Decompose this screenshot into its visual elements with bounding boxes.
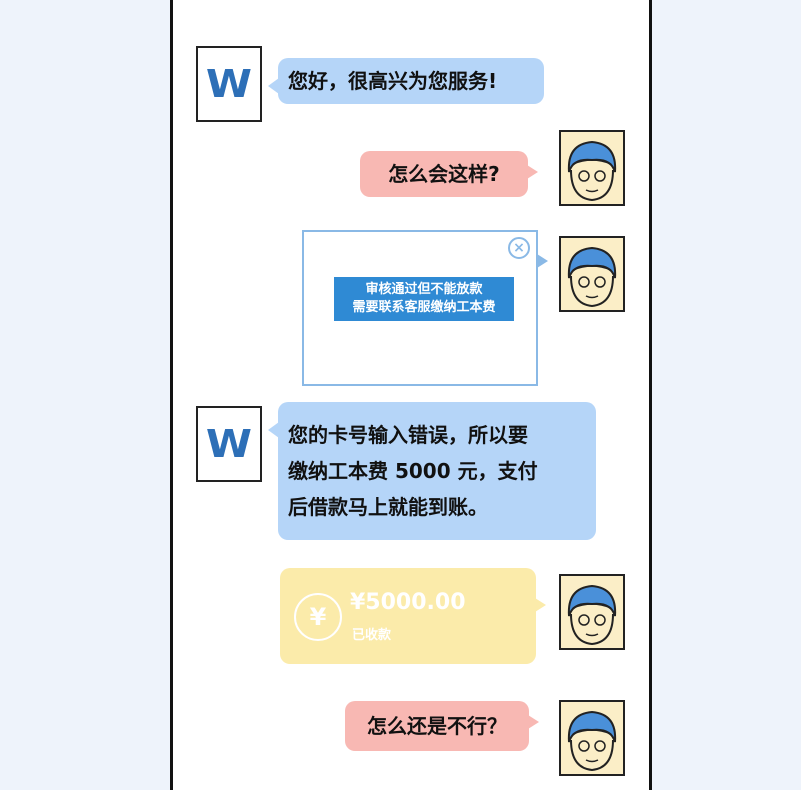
user-avatar: [559, 574, 625, 650]
service-reply-line1: 您的卡号输入错误，所以要: [288, 423, 528, 447]
user-face-icon: [567, 710, 617, 772]
service-logo: W: [205, 62, 253, 106]
user-avatar: [559, 130, 625, 206]
question1-bubble: 怎么会这样?: [360, 151, 538, 197]
popup-line1: 审核通过但不能放款: [365, 282, 483, 297]
close-icon[interactable]: ×: [508, 237, 530, 259]
user-avatar: [559, 236, 625, 312]
popup-message: 审核通过但不能放款 需要联系客服缴纳工本费: [334, 277, 514, 321]
question1-text: 怎么会这样?: [388, 162, 500, 186]
service-reply-line2: 缴纳工本费 5000 元，支付: [288, 459, 538, 483]
question2-bubble: 怎么还是不行？: [345, 701, 539, 751]
payment-status: 已收款: [352, 628, 392, 643]
service-reply-line3: 后借款马上就能到账。: [288, 495, 488, 519]
service-avatar: W: [196, 46, 262, 122]
greeting-bubble: 您好，很高兴为您服务!: [268, 58, 544, 104]
greeting-text: 您好，很高兴为您服务!: [288, 69, 498, 93]
service-reply-bubble: 您的卡号输入错误，所以要 缴纳工本费 5000 元，支付 后借款马上就能到账。: [268, 402, 596, 540]
user-face-icon: [567, 140, 617, 202]
user-avatar: [559, 700, 625, 776]
popup-line2: 需要联系客服缴纳工本费: [352, 300, 496, 315]
service-logo: W: [205, 422, 253, 466]
service-avatar: W: [196, 406, 262, 482]
loan-status-popup: × 审核通过但不能放款 需要联系客服缴纳工本费: [302, 230, 548, 386]
yen-icon: ¥: [294, 593, 342, 641]
user-face-icon: [567, 584, 617, 646]
question2-text: 怎么还是不行？: [367, 714, 507, 738]
payment-amount: ¥5000.00: [350, 590, 466, 615]
payment-bubble: ¥ ¥5000.00 已收款: [280, 568, 546, 664]
user-face-icon: [567, 246, 617, 308]
